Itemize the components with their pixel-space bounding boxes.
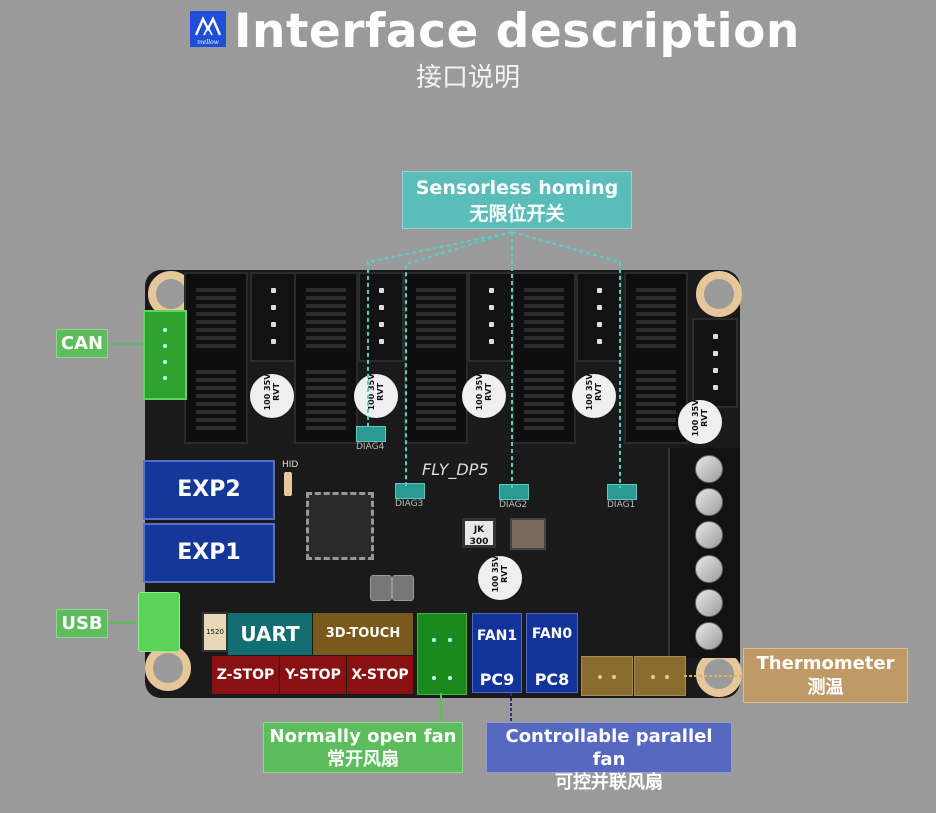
diag3-jumper[interactable] [395,483,425,499]
thermistor-connector-1[interactable] [581,656,633,696]
diag2-label: DIAG2 [499,500,528,510]
callout-en: Thermometer [756,653,895,674]
callout-zh: 测温 [807,677,844,698]
thermometer-callout: Thermometer 测温 [743,648,908,703]
mcu-chip [306,492,374,560]
motor-connector [468,272,514,362]
diag2-jumper[interactable] [499,484,529,500]
driver-socket [624,272,688,444]
y-stop-connector[interactable]: Y-STOP [280,656,346,694]
callout-en: Controllable parallel fan [505,726,713,770]
can-callout: CAN [56,329,108,358]
exp2-connector[interactable]: EXP2 [143,460,275,520]
x-stop-connector[interactable]: X-STOP [347,656,413,694]
terminal-screw [695,555,723,583]
diag4-jumper[interactable] [356,426,386,442]
callout-en: Sensorless homing [415,177,619,199]
uart-connector[interactable]: UART [228,613,312,655]
terminal-screw [695,521,723,549]
power-inductor [510,518,546,550]
terminal-screw [695,455,723,483]
hid-label: HID [282,460,299,470]
page-subtitle: 接口说明 [415,63,520,93]
diag1-jumper[interactable] [607,484,637,500]
sensorless-homing-callout: Sensorless homing 无限位开关 [402,171,632,229]
callout-en: USB [61,613,103,634]
driver-socket [184,272,248,444]
motor-connector [576,272,622,362]
3d-touch-connector[interactable]: 3D-TOUCH [313,613,413,655]
boot-button[interactable] [392,575,414,601]
normally-open-fan-connector[interactable] [417,613,467,695]
usb-c-connector[interactable] [138,592,180,652]
fan0-label: FAN0 [531,626,573,642]
capacitor: 100 35V RVT [572,374,616,418]
capacitor: 100 35V RVT [678,400,722,444]
diag3-label: DIAG3 [395,499,424,509]
z-stop-connector[interactable]: Z-STOP [212,656,279,694]
thermistor-connector-2[interactable] [634,656,686,696]
pc8-label: PC8 [534,670,570,689]
page-title: Interface description [234,4,800,59]
diag4-label: DIAG4 [356,442,385,452]
hid-jumper[interactable] [284,472,292,496]
driver-socket [294,272,358,444]
usb-callout: USB [56,609,108,638]
board-model-label: FLY_DP5 [422,460,489,479]
motor-connector [250,272,296,362]
capacitor: 100 35V RVT [250,374,294,418]
capacitor: 100 35V RVT [354,374,398,418]
capacitor: 100 35V RVT [478,556,522,600]
fan1-connector[interactable]: FAN1 PC9 [472,613,522,693]
diag1-label: DIAG1 [607,500,636,510]
logo-text: mellow [197,39,220,46]
callout-zh: 无限位开关 [469,203,565,225]
capacitor: 100 35V RVT [462,374,506,418]
terminal-screw [695,589,723,617]
pc9-label: PC9 [479,670,515,689]
exp1-connector[interactable]: EXP1 [143,523,275,583]
driver-socket [404,272,468,444]
callout-zh: 常开风扇 [327,749,399,770]
controllable-parallel-fan-callout: Controllable parallel fan 可控并联风扇 [486,722,732,793]
driver-socket [512,272,576,444]
fuse: 1520 [202,612,228,652]
fan1-label: FAN1 [476,628,518,644]
terminal-screw [695,488,723,516]
callout-zh: 可控并联风扇 [555,772,663,793]
motor-connector [692,318,738,408]
fan0-connector[interactable]: FAN0 PC8 [526,613,578,693]
motor-connector [358,272,404,362]
mellow-logo-icon: mellow [190,11,226,47]
terminal-screw [695,622,723,650]
callout-en: CAN [60,333,104,354]
reset-button[interactable] [370,575,392,601]
mounting-hole [696,271,742,317]
can-connector[interactable] [143,310,187,400]
normally-open-fan-callout: Normally open fan 常开风扇 [263,722,463,773]
callout-en: Normally open fan [269,726,457,747]
